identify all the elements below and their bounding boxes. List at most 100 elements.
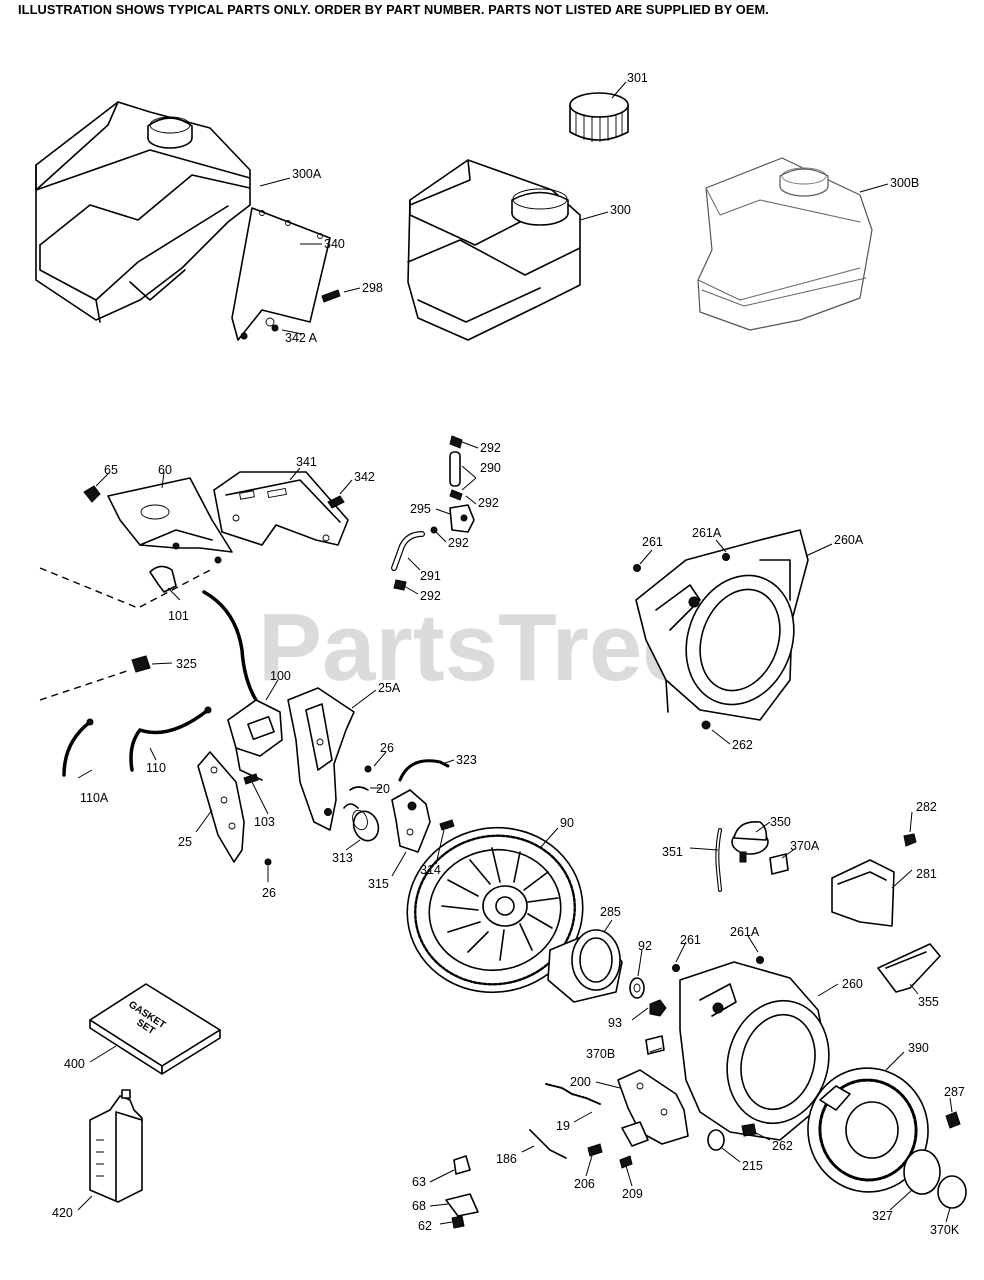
label-314: 314 [420,863,441,877]
screw-26-upper[interactable] [364,765,372,773]
label-186: 186 [496,1152,517,1166]
clip-206[interactable] [587,1143,603,1157]
fuel-hose-290[interactable] [449,451,461,487]
screw-26-lower[interactable] [264,858,272,866]
recoil-starter-390[interactable] [798,1059,938,1202]
label-200: 200 [570,1075,591,1089]
label-261A-lower: 261A [730,925,760,939]
leader-lines [77,81,953,1225]
label-342A: 342 A [285,331,318,345]
washer-92[interactable] [629,977,645,999]
control-bracket-200[interactable] [617,1069,689,1147]
fuel-line-291[interactable] [391,531,425,571]
label-355: 355 [918,995,939,1009]
fuel-line-fitting-101[interactable] [149,565,177,593]
stop-switch-315[interactable] [391,759,450,853]
link-186[interactable] [529,1129,567,1159]
label-370A: 370A [790,839,820,853]
screw-261-top[interactable] [633,564,641,572]
label-350: 350 [770,815,791,829]
decal-370A[interactable] [769,853,789,875]
label-90: 90 [560,816,574,830]
label-287: 287 [944,1085,965,1099]
label-323: 323 [456,753,477,767]
shroud-bracket-60[interactable] [107,477,233,564]
blower-housing-260[interactable] [679,961,842,1141]
clip-325[interactable] [131,655,151,673]
rope-handle-355[interactable] [877,943,941,993]
screw-261A-lower[interactable] [756,956,764,964]
spring-19[interactable] [545,1083,601,1105]
fuel-tank-300[interactable] [407,159,581,341]
screen-327[interactable] [903,1149,941,1195]
label-93: 93 [608,1016,622,1030]
fuel-clamp-292-top[interactable] [449,435,463,449]
decal-370K[interactable] [937,1175,967,1209]
primer-tube-351[interactable] [715,828,722,892]
label-282: 282 [916,800,937,814]
fuel-clamp-292-mid[interactable] [449,489,463,501]
screw-261A-top[interactable] [722,553,730,561]
clip-68[interactable] [445,1193,479,1217]
label-342: 342 [354,470,375,484]
grommet-215[interactable] [707,1129,725,1151]
bushing-313[interactable] [343,803,382,844]
label-25: 25 [178,835,192,849]
screw-261-lower[interactable] [672,964,680,972]
label-103: 103 [254,815,275,829]
control-plate-25[interactable] [197,751,245,863]
screw-62[interactable] [451,1215,465,1229]
primer-bulb-350[interactable] [731,821,769,863]
tank-bracket-340[interactable] [231,207,331,341]
label-281: 281 [916,867,937,881]
flywheel-90[interactable] [392,811,598,1008]
label-60: 60 [158,463,172,477]
spring-20[interactable] [349,786,369,791]
throttle-bracket-25A[interactable] [287,687,355,831]
screw-209[interactable] [619,1155,633,1169]
oil-bottle-420[interactable] [89,1089,143,1203]
screw-314[interactable] [439,819,455,831]
fuel-tank-300B[interactable] [697,157,873,331]
screw-262-lower[interactable] [741,1123,757,1137]
screw-262-top[interactable] [701,720,711,730]
ground-wire-110[interactable] [129,706,212,772]
ignition-lead-110A[interactable] [62,718,94,777]
fuel-clamp-292-bottom[interactable] [393,579,407,591]
nut-93[interactable] [649,999,667,1017]
gasket-set-400[interactable]: GASKET SET [89,983,221,1075]
label-25A: 25A [378,681,401,695]
fuel-tank-300A[interactable] [35,101,251,323]
label-341: 341 [296,455,317,469]
control-bracket-341[interactable] [213,471,349,546]
label-295: 295 [410,502,431,516]
screw-287[interactable] [945,1111,961,1129]
label-209: 209 [622,1187,643,1201]
screw-342A[interactable] [271,324,279,332]
screw-282[interactable] [903,833,917,847]
fuel-shutoff-valve-295[interactable] [449,504,475,533]
fuel-clamp-292-lower[interactable] [430,526,438,534]
flywheel-fan-cup-285[interactable] [547,929,623,1003]
label-340: 340 [324,237,345,251]
screw-103[interactable] [243,773,259,785]
label-261-lower: 261 [680,933,701,947]
label-327: 327 [872,1209,893,1223]
screw-65[interactable] [83,485,101,503]
screw-298[interactable] [321,289,341,303]
debris-guard-281[interactable] [831,859,895,927]
label-285: 285 [600,905,621,919]
label-260A: 260A [834,533,864,547]
label-292-c: 292 [448,536,469,550]
fuel-cap-301[interactable] [569,92,629,142]
ignition-module-100[interactable] [202,590,283,781]
label-206: 206 [574,1177,595,1191]
label-292-a: 292 [480,441,501,455]
label-315: 315 [368,877,389,891]
blower-housing-260A[interactable] [635,529,811,721]
label-300: 300 [610,203,631,217]
bracket-63[interactable] [453,1155,471,1175]
label-26-lower: 26 [262,886,276,900]
screw-342[interactable] [327,495,345,509]
decal-370B[interactable] [645,1035,665,1055]
